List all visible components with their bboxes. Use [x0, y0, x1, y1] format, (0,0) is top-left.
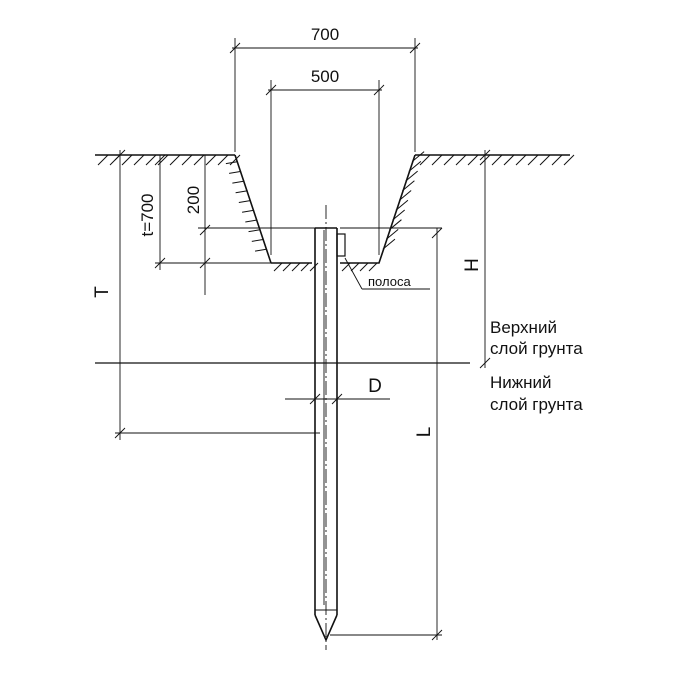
hatch-stroke: [503, 154, 515, 166]
hatch-stroke: [527, 154, 539, 166]
soil-layer-labels: Верхний слой грунта Нижний слой грунта: [490, 318, 583, 414]
total-depth-label: T: [92, 286, 113, 298]
hatch-stroke: [350, 262, 360, 272]
connection-strip: полоса: [336, 233, 430, 290]
dimension-pit-top-width: 700: [229, 25, 421, 152]
hatch-stroke: [251, 238, 264, 242]
strip-label: полоса: [368, 274, 411, 289]
hatch-stroke: [368, 262, 378, 272]
upper-layer-label-line2: слой грунта: [490, 339, 583, 358]
hatch-stroke: [217, 154, 229, 166]
pit-bottom-width-label: 500: [311, 67, 339, 86]
electrode-rod: [314, 227, 338, 642]
hatch-stroke: [515, 154, 527, 166]
hatch-stroke: [254, 248, 268, 252]
hatch-stroke: [205, 154, 217, 166]
upper-layer-label-line1: Верхний: [490, 318, 557, 337]
hatch-stroke: [431, 154, 443, 166]
pit-top-width-label: 700: [311, 25, 339, 44]
hatch-stroke: [291, 262, 301, 272]
hatch-stroke: [443, 154, 455, 166]
dimension-pit-bottom-width: 500: [265, 67, 385, 255]
hatch-stroke: [181, 154, 193, 166]
ground-hatching-right: [419, 154, 575, 166]
dimension-trench-depth: t=700: [138, 154, 270, 270]
hatch-stroke: [133, 154, 145, 166]
hatch-stroke: [229, 154, 241, 166]
hatch-stroke: [282, 262, 292, 272]
dimension-electrode-length: L: [330, 227, 443, 641]
hatch-stroke: [169, 154, 181, 166]
hatch-stroke: [121, 154, 133, 166]
hatch-stroke: [491, 154, 503, 166]
electrode-length-label: L: [414, 427, 435, 438]
dimension-total-depth: T: [92, 149, 320, 440]
hatch-stroke: [467, 154, 479, 166]
hatch-stroke: [455, 154, 467, 166]
hatch-stroke: [232, 180, 245, 184]
pit-outline: [234, 154, 416, 264]
pit-depth-label: 200: [184, 186, 203, 214]
hatch-stroke: [235, 190, 248, 194]
hatch-stroke: [539, 154, 551, 166]
hatch-stroke: [359, 262, 369, 272]
hatch-stroke: [300, 262, 310, 272]
lower-layer-label-line2: слой грунта: [490, 395, 583, 414]
hatch-stroke: [225, 161, 238, 165]
dimension-pit-depth: 200: [184, 155, 315, 295]
hatch-stroke: [248, 229, 261, 233]
hatch-stroke: [193, 154, 205, 166]
hatch-stroke: [229, 170, 242, 174]
trench-depth-label: t=700: [138, 193, 157, 236]
hatch-stroke: [245, 219, 258, 223]
lower-layer-label-line1: Нижний: [490, 373, 552, 392]
hatch-stroke: [238, 200, 251, 204]
pit-slope-hatching: [225, 151, 425, 252]
electrode-diameter-label: D: [368, 376, 382, 397]
hatch-stroke: [273, 262, 283, 272]
hatch-stroke: [551, 154, 563, 166]
dimension-electrode-height: H: [462, 149, 491, 369]
electrode-height-label: H: [462, 258, 483, 272]
ground-hatching-left: [97, 154, 241, 166]
hatch-stroke: [97, 154, 109, 166]
hatch-stroke: [419, 154, 431, 166]
hatch-stroke: [309, 262, 319, 272]
dimension-electrode-diameter: D: [285, 376, 390, 405]
hatch-stroke: [563, 154, 575, 166]
hatch-stroke: [145, 154, 157, 166]
pit-bottom-hatching: [273, 262, 378, 272]
hatch-stroke: [241, 209, 255, 213]
